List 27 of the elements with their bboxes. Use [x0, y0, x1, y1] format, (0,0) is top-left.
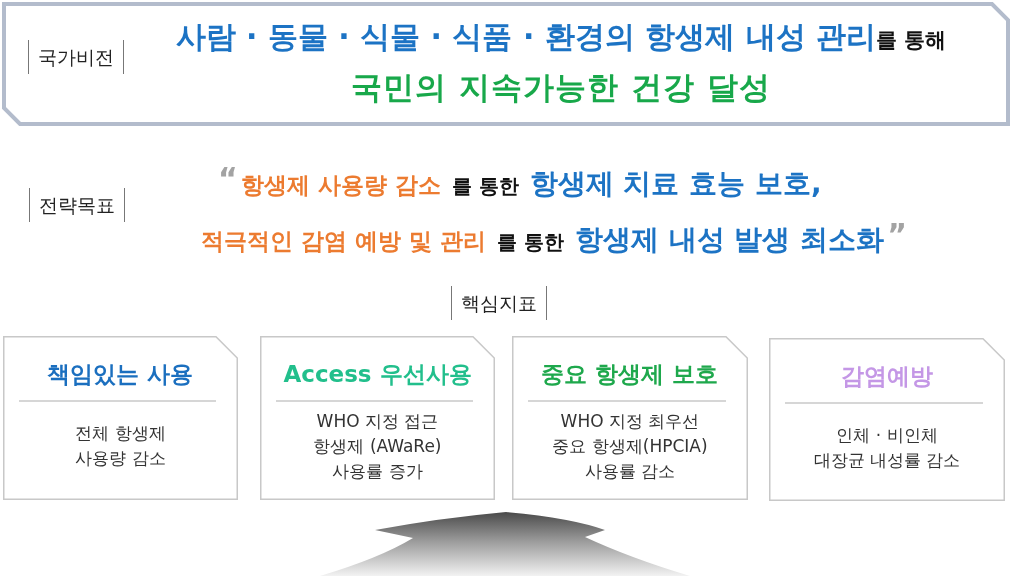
section-label: 전략목표: [29, 188, 125, 222]
card-description: 인체 · 비인체 대장균 내성률 감소: [812, 423, 962, 472]
card-heading: 감염예방: [841, 362, 933, 391]
linking-text: 를 통해: [876, 27, 947, 54]
card-description: 전체 항생제 사용량 감소: [74, 422, 167, 470]
goal-phrase: 항생제 사용량 감소: [240, 171, 441, 200]
indicator-card: [3, 336, 238, 500]
goal-highlight: 항생제 치료 효능 보호,: [529, 166, 822, 202]
section-label: 핵심지표: [451, 286, 547, 320]
card-heading: 책임있는 사용: [47, 360, 194, 389]
linking-text: 를 통한: [451, 173, 519, 199]
quote-mark: ”: [887, 220, 907, 250]
vision-text: 사람 · 동물 · 식물 · 식품 · 환경의 항생제 내성 관리: [175, 18, 877, 56]
indicator-card: [769, 338, 1005, 501]
goal-highlight: 항생제 내성 발생 최소화: [575, 222, 885, 258]
vision-banner: [2, 2, 1010, 126]
card-description: WHO 지정 접근 항생제 (AWaRe) 사용률 증가: [312, 409, 443, 483]
goal-phrase: 적극적인 감염 예방 및 관리: [201, 227, 487, 256]
indicator-card: [260, 336, 495, 500]
quote-mark: “: [218, 164, 238, 194]
indicator-card: [512, 336, 748, 500]
vision-goal-text: 국민의 지속가능한 건강 달성: [351, 67, 771, 107]
section-label: 국가비전: [28, 40, 124, 74]
card-description: WHO 지정 최우선 중요 항생제(HPCIA) 사용률 감소: [551, 409, 709, 483]
card-heading: Access 우선사용: [283, 360, 472, 389]
card-heading: 중요 항생제 보호: [541, 360, 719, 389]
linking-text: 를 통한: [497, 229, 564, 255]
